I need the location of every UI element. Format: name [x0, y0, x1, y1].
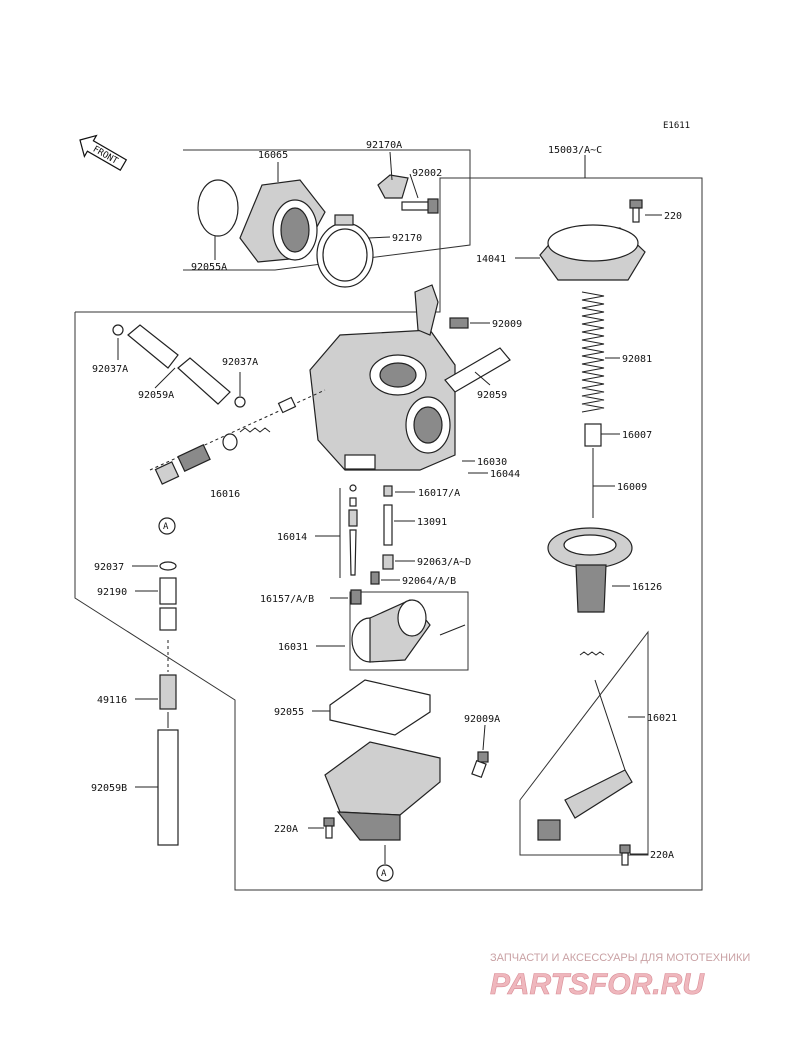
label-16007: 16007 [622, 430, 652, 441]
label-220a-left: 220A [274, 824, 298, 835]
clamp-92170 [316, 214, 374, 288]
clip-92037a-right [234, 396, 246, 408]
label-92055: 92055 [274, 707, 304, 718]
main-frame [74, 177, 703, 891]
watermark-tagline: ЗАПЧАСТИ И АКСЕССУАРЫ ДЛЯ МОТОТЕХНИКИ [490, 952, 750, 964]
label-92170a: 92170A [366, 140, 402, 151]
label-220a-right: 220A [650, 850, 674, 861]
spring-16014 [349, 497, 357, 507]
o-ring-92055a [197, 179, 239, 237]
circle-ref-top: A [158, 517, 176, 535]
screw-220 [629, 199, 643, 223]
label-92009: 92009 [492, 319, 522, 330]
screw-92009 [449, 317, 469, 329]
intake-holder-16065 [239, 179, 326, 263]
label-92170: 92170 [392, 233, 422, 244]
screw-220a-left [323, 817, 335, 839]
float-bowl [324, 741, 441, 841]
label-92059b: 92059B [91, 783, 127, 794]
intake-group-box [183, 149, 471, 271]
label-220: 220 [664, 211, 682, 222]
label-16014: 16014 [277, 532, 307, 543]
label-15003: 15003/A~C [548, 145, 602, 156]
screw-220a-right [619, 844, 631, 866]
clip-92037a-left [112, 324, 124, 336]
label-16126: 16126 [632, 582, 662, 593]
label-92009a: 92009A [464, 714, 500, 725]
seat-16014 [348, 509, 358, 527]
label-16031: 16031 [278, 642, 308, 653]
label-92063: 92063/A~D [417, 557, 471, 568]
svg-text:A: A [163, 522, 169, 532]
jet-16017 [383, 485, 393, 497]
watermark-logo: PARTSFOR.RU [490, 968, 705, 1001]
fitting-49116 [159, 674, 177, 710]
leader-lines [117, 151, 662, 855]
circle-ref-bottom: A [376, 864, 394, 882]
label-92037a-left: 92037A [92, 364, 128, 375]
spring-92081-coil [581, 291, 605, 413]
label-16044: 16044 [490, 469, 520, 480]
ring-16014-top [349, 484, 357, 492]
hose-92059a-upper [127, 324, 179, 369]
holder-16007 [584, 423, 602, 447]
hose-92190-lower [159, 607, 177, 631]
hose-92059b [157, 729, 179, 846]
label-16021: 16021 [647, 713, 677, 724]
float-valve-16014 [349, 529, 357, 576]
gasket-92055 [329, 679, 431, 736]
svg-text:A: A [381, 869, 387, 879]
label-16017: 16017/A [418, 488, 460, 499]
needle-jet-13091 [383, 504, 393, 546]
label-92059a: 92059A [138, 390, 174, 401]
diaphragm-16126 [547, 527, 633, 613]
label-13091: 13091 [417, 517, 447, 528]
clip-92037 [159, 561, 177, 571]
inlet-pipe-box [349, 591, 469, 671]
hose-92059 [444, 347, 511, 393]
label-49116: 49116 [97, 695, 127, 706]
label-92002: 92002 [412, 168, 442, 179]
hose-92059a-lower [177, 357, 231, 405]
label-92190: 92190 [97, 587, 127, 598]
label-16016: 16016 [210, 489, 240, 500]
hose-92190-upper [159, 577, 177, 605]
label-92037a-right: 92037A [222, 357, 258, 368]
label-92037: 92037 [94, 562, 124, 573]
inlet-pipe-16031 [351, 599, 466, 663]
plug-92064 [370, 571, 380, 585]
pilot-jet-16157 [350, 589, 362, 605]
label-16030: 16030 [477, 457, 507, 468]
label-14041: 14041 [476, 254, 506, 265]
spring-92081 [581, 291, 605, 413]
label-16065: 16065 [258, 150, 288, 161]
label-16157: 16157/A/B [260, 594, 314, 605]
carburetor-body [309, 329, 456, 471]
label-92081: 92081 [622, 354, 652, 365]
choke-cable-16021 [537, 651, 633, 841]
ref-code: E1611 [663, 121, 690, 131]
label-92055a: 92055A [191, 262, 227, 273]
label-92064: 92064/A/B [402, 576, 456, 587]
front-arrow-icon: FRONT [79, 134, 128, 172]
screw-92009a [471, 751, 489, 779]
throttle-lever [414, 284, 439, 336]
label-16009: 16009 [617, 482, 647, 493]
starter-plunger-16016 [149, 389, 326, 485]
bracket-92170a [377, 174, 409, 199]
top-cover-14041 [539, 224, 646, 281]
choke-group-box [519, 630, 649, 856]
label-92059: 92059 [477, 390, 507, 401]
bolt-92002 [401, 198, 439, 214]
main-jet-92063 [382, 554, 394, 570]
